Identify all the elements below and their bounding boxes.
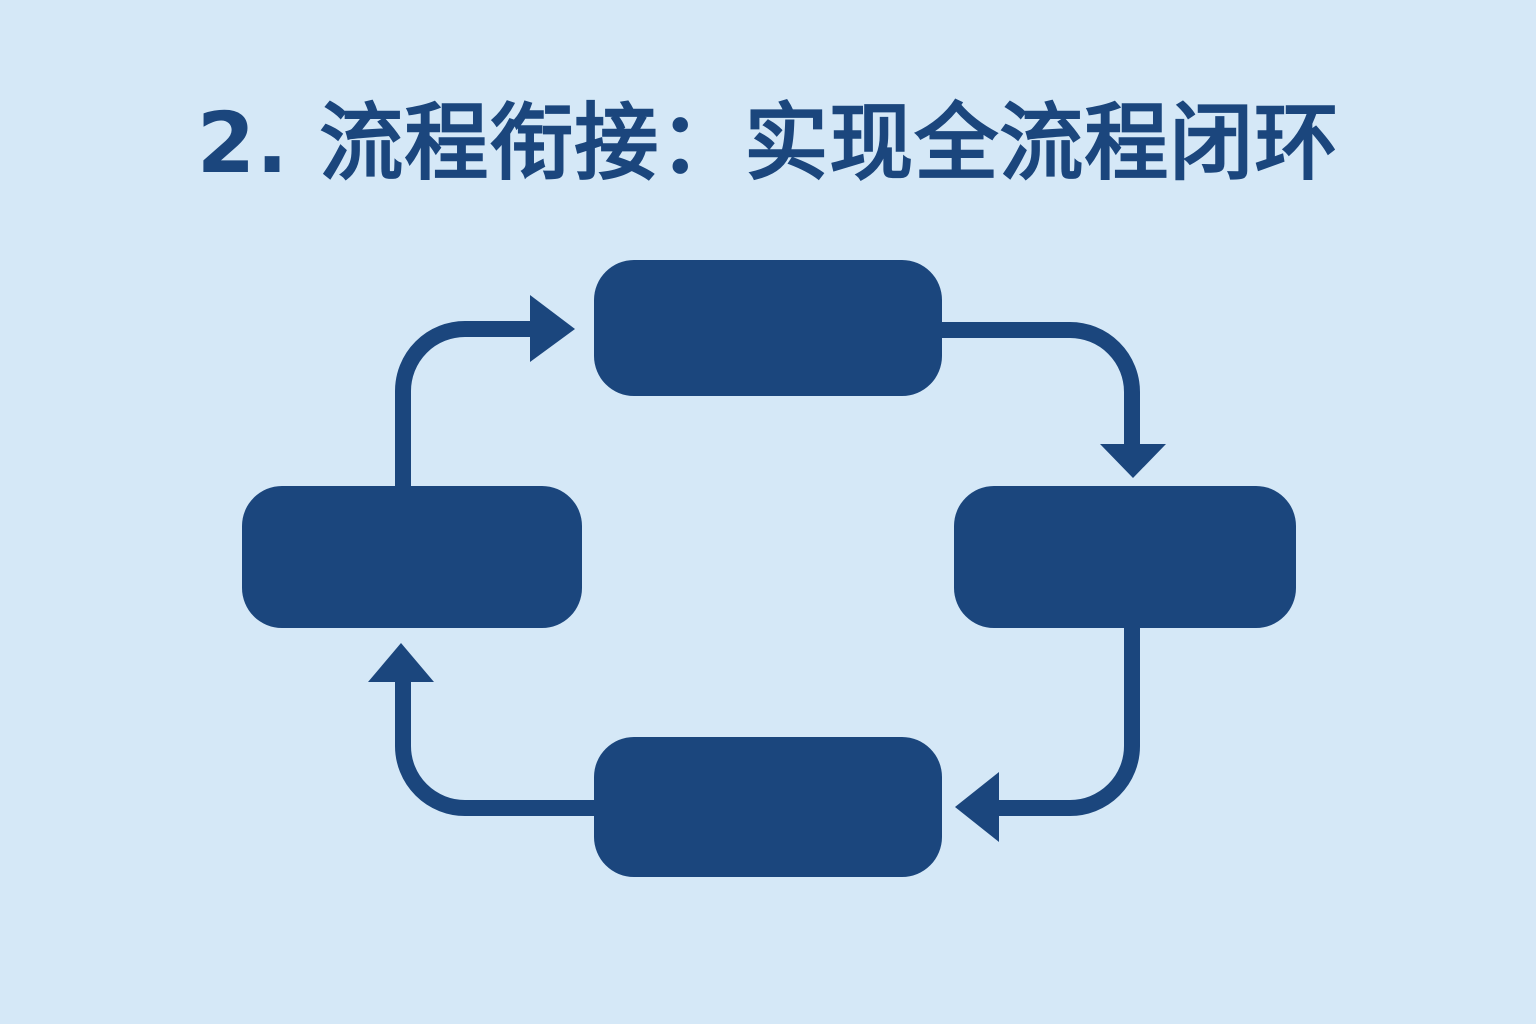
arrowhead-down-icon [1100,444,1166,478]
connector-line [395,676,596,816]
edges-layer [368,295,1166,842]
nodes-layer [242,260,1296,877]
arrowhead-up-icon [368,643,434,682]
process-box-left [242,486,582,628]
process-box-top [594,260,942,396]
edge-right-to-bottom [955,627,1140,842]
connector-line [992,627,1140,816]
arrowhead-right-icon [530,295,575,362]
connector-line [395,321,540,486]
process-box-bottom [594,737,942,877]
arrowhead-left-icon [955,772,999,842]
edge-top-to-right [940,322,1166,478]
connector-line [940,322,1140,452]
edge-left-to-top [395,295,575,486]
edge-bottom-to-left [368,643,596,816]
page-title: 2. 流程衔接：实现全流程闭环 [196,94,1340,192]
process-box-right [954,486,1296,628]
